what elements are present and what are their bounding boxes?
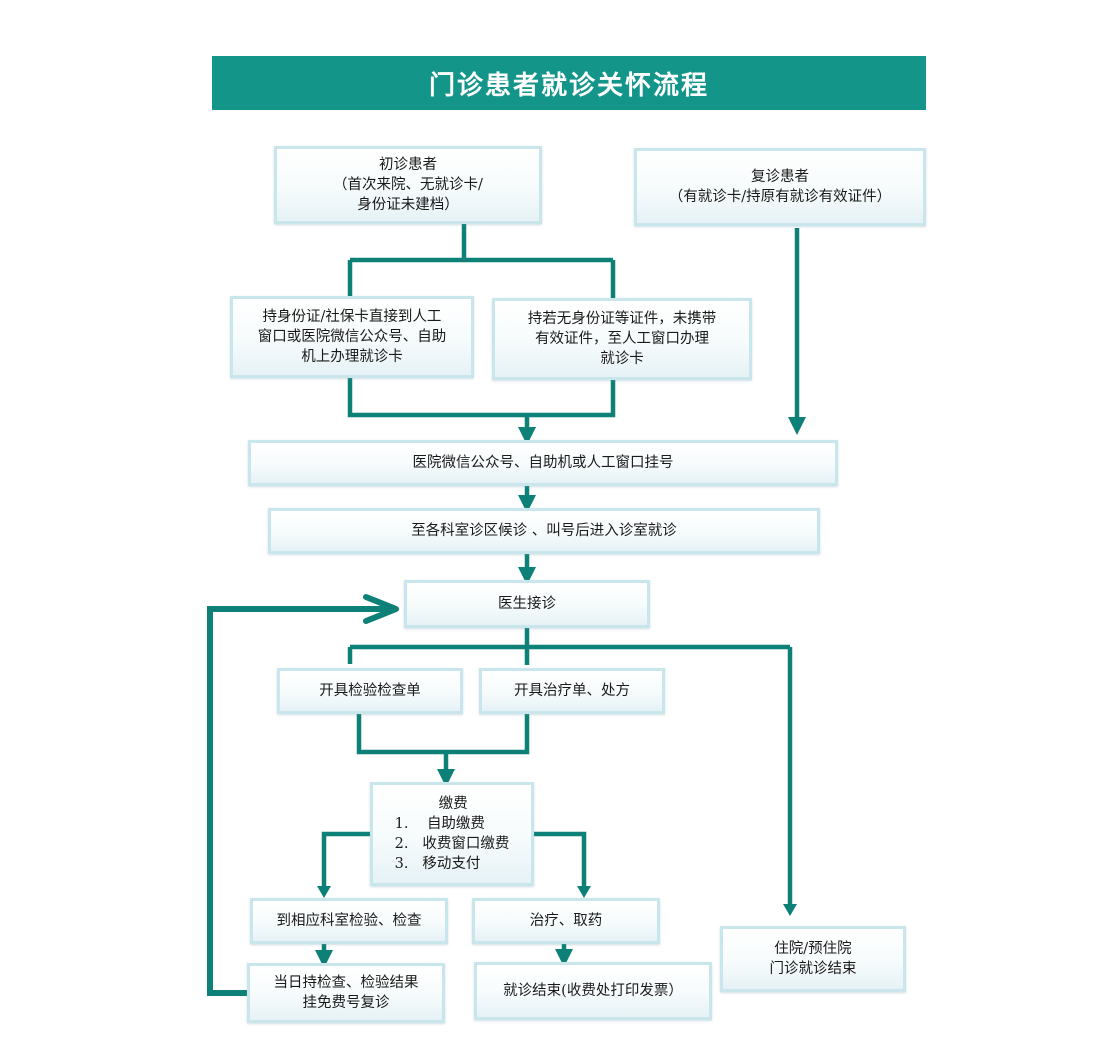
new-patient-box: 初诊患者 （首次来院、无就诊卡/ 身份证未建档） [274, 146, 542, 224]
connector-new-branch [347, 224, 616, 298]
payment-item-3: 3. 移动支付 [395, 854, 510, 874]
with-id-line-1: 持身份证/社保卡直接到人工 [262, 309, 442, 325]
payment-item-2-num: 2. [394, 836, 409, 852]
connector-merge [347, 378, 616, 436]
hospitalization-line-1: 住院/预住院 [774, 941, 852, 957]
go-exam-label: 到相应科室检验、检查 [276, 913, 422, 929]
page-title: 门诊患者就诊关怀流程 [212, 56, 926, 110]
payment-item-1: 1. 自助缴费 [395, 814, 510, 834]
same-day-revisit-box: 当日持检查、检验结果 挂免费号复诊 [247, 963, 445, 1023]
connector-doctor-branch [347, 628, 793, 910]
without-id-line-3: 就诊卡 [600, 351, 644, 367]
return-patient-line-2: （有就诊卡/持原有就诊有效证件） [668, 189, 892, 205]
return-patient-box: 复诊患者 （有就诊卡/持原有就诊有效证件） [634, 148, 926, 226]
payment-item-3-num: 3. [394, 856, 409, 872]
payment-title: 缴费 [438, 796, 468, 812]
hospitalization-box: 住院/预住院 门诊就诊结束 [720, 926, 906, 992]
new-patient-line-2: （首次来院、无就诊卡/ [333, 177, 483, 193]
treatment-order-label: 开具治疗单、处方 [514, 683, 630, 699]
with-id-line-2: 窗口或医院微信公众号、自助 [257, 329, 447, 345]
with-id-box: 持身份证/社保卡直接到人工 窗口或医院微信公众号、自助 机上办理就诊卡 [230, 296, 474, 378]
without-id-box: 持若无身份证等证件，未携带 有效证件，至人工窗口办理 就诊卡 [492, 298, 752, 380]
waiting-label: 至各科室诊区候诊 、叫号后进入诊室就诊 [411, 523, 677, 539]
with-id-line-3: 机上办理就诊卡 [301, 349, 403, 365]
payment-box: 缴费 1. 自助缴费 2. 收费窗口缴费 3. 移动支付 [370, 782, 534, 886]
registration-label: 医院微信公众号、自助机或人工窗口挂号 [412, 455, 674, 471]
connector-pay-split [321, 831, 587, 892]
treatment-medicine-box: 治疗、取药 [472, 898, 660, 944]
connector-loop-back [207, 606, 390, 996]
treatment-medicine-label: 治疗、取药 [529, 913, 603, 929]
payment-item-2: 2. 收费窗口缴费 [395, 834, 510, 854]
same-day-revisit-line-1: 当日持检查、检验结果 [273, 975, 419, 991]
registration-box: 医院微信公众号、自助机或人工窗口挂号 [248, 440, 838, 486]
new-patient-line-1: 初诊患者 [379, 157, 437, 173]
exam-order-label: 开具检验检查单 [319, 683, 421, 699]
without-id-line-1: 持若无身份证等证件，未携带 [527, 311, 717, 327]
exam-order-box: 开具检验检查单 [277, 668, 463, 714]
return-patient-line-1: 复诊患者 [751, 169, 809, 185]
payment-item-1-num: 1. [394, 816, 409, 832]
same-day-revisit-line-2: 挂免费号复诊 [302, 995, 390, 1011]
payment-list: 缴费 1. 自助缴费 2. 收费窗口缴费 3. 移动支付 [395, 794, 510, 874]
payment-item-2-text: 收费窗口缴费 [422, 836, 510, 852]
treatment-order-box: 开具治疗单、处方 [479, 668, 665, 714]
go-exam-box: 到相应科室检验、检查 [250, 898, 448, 944]
waiting-box: 至各科室诊区候诊 、叫号后进入诊室就诊 [268, 508, 820, 554]
loop-arrowhead-icon [363, 594, 399, 624]
visit-end-label: 就诊结束(收费处打印发票） [503, 983, 683, 999]
payment-item-1-text: 自助缴费 [426, 816, 485, 832]
new-patient-line-3: 身份证未建档） [357, 197, 459, 213]
payment-item-3-text: 移动支付 [422, 856, 481, 872]
doctor-label: 医生接诊 [498, 596, 556, 612]
connector-orders-pay [356, 714, 530, 778]
doctor-box: 医生接诊 [404, 580, 650, 628]
hospitalization-line-2: 门诊就诊结束 [769, 961, 857, 977]
without-id-line-2: 有效证件，至人工窗口办理 [535, 331, 709, 347]
visit-end-box: 就诊结束(收费处打印发票） [474, 962, 712, 1020]
